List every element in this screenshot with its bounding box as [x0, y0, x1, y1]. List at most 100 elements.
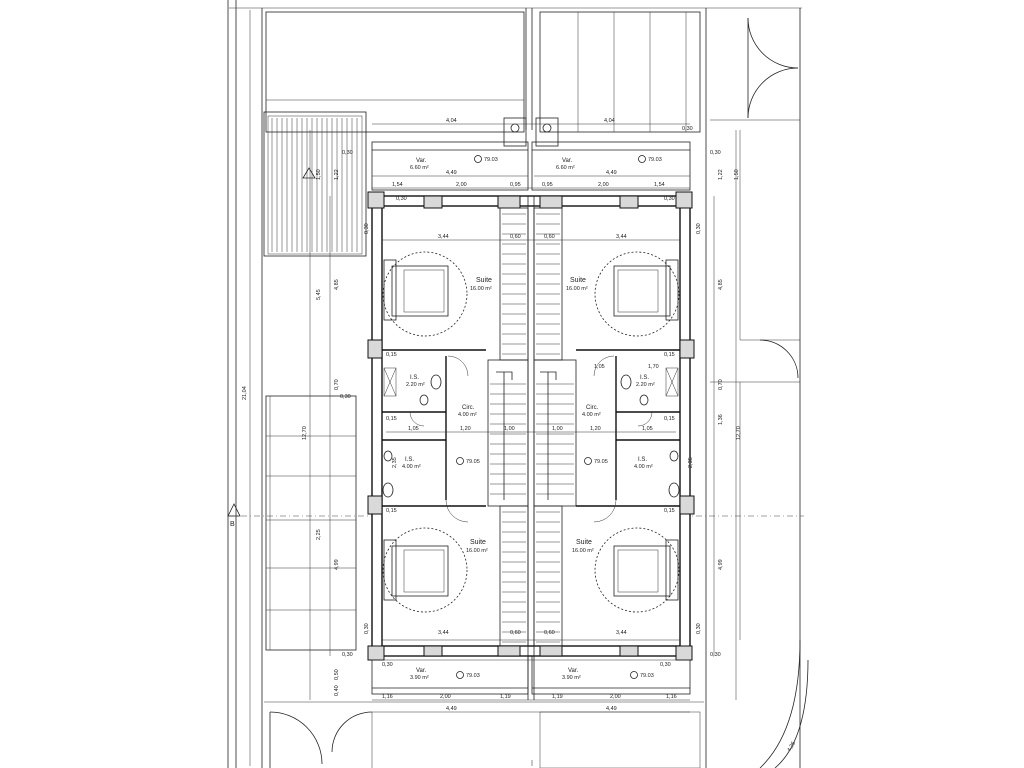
dim-text: 1,20 — [460, 426, 471, 432]
dim-text: 1,19 — [552, 694, 563, 700]
dim-text: 1,00 — [504, 426, 515, 432]
section-marker: B — [227, 503, 241, 528]
dim-text: 1,16 — [666, 694, 677, 700]
dim-text: 0,30 — [364, 223, 370, 234]
dim-text: 5,45 — [316, 289, 322, 300]
dim-text: 0,30 — [664, 196, 675, 202]
dim-text: 2,00 — [598, 182, 609, 188]
room-area-circ-r: 4.00 m² — [582, 412, 601, 418]
room-area-is-r: 4.00 m² — [634, 464, 653, 470]
vertical-dimension-texts: 21,04 12,70 5,45 4,85 4,99 2,25 1,50 1,2… — [242, 169, 797, 753]
dim-text: 0,40 — [334, 685, 340, 696]
gate-top-right — [710, 17, 800, 640]
dim-text: 4,49 — [606, 706, 617, 712]
dim-text: 0,60 — [544, 630, 555, 636]
dim-text: 1,05 — [408, 426, 419, 432]
dimension-texts: 4,04 4,04 4,49 4,49 1,54 2,00 0,95 0,95 … — [382, 118, 677, 712]
dim-text: 0,30 — [710, 150, 721, 156]
room-area-is-small-l: 2.20 m² — [406, 382, 425, 388]
room-name-var-bl: Var. — [416, 668, 427, 674]
dim-text: 12,70 — [302, 426, 308, 440]
dim-text: 4,25 — [787, 741, 798, 753]
room-name-var-br: Var. — [568, 668, 579, 674]
small-dimension-texts: 0,30 0,30 0,30 0,30 0,15 0,15 0,15 0,15 … — [340, 126, 721, 668]
dimension-lines — [249, 10, 737, 766]
dim-text: 0,15 — [664, 508, 675, 514]
dim-text: 2,35 — [392, 457, 398, 468]
dim-text: 0,50 — [334, 669, 340, 680]
level-var-top-l: 79.03 — [484, 157, 498, 163]
room-area-var-br: 3.90 m² — [562, 675, 581, 681]
room-area-circ-l: 4.00 m² — [458, 412, 477, 418]
dim-text: 0,30 — [660, 662, 671, 668]
dim-text: 1,16 — [382, 694, 393, 700]
dim-text: 2,00 — [440, 694, 451, 700]
room-name-is-r: I.S. — [638, 457, 647, 463]
furniture — [382, 251, 680, 613]
level-var-top-r: 79.03 — [648, 157, 662, 163]
dim-text: 4,99 — [334, 559, 340, 570]
room-name-var-tr: Var. — [562, 158, 573, 164]
dim-text: 1,22 — [334, 169, 340, 180]
room-area-is-l: 4.00 m² — [402, 464, 421, 470]
dim-text: 0,70 — [718, 379, 724, 390]
dim-text: 3,44 — [616, 234, 627, 240]
dim-text: 1,54 — [654, 182, 665, 188]
dim-text: 0,30 — [364, 623, 370, 634]
room-name-is-l: I.S. — [405, 457, 414, 463]
dim-text: 1,00 — [552, 426, 563, 432]
dim-text: 21,04 — [242, 386, 248, 400]
room-area-suite-br: 16.00 m² — [572, 548, 594, 554]
room-name-circ-l: Circ. — [462, 405, 475, 411]
dim-text: 1,70 — [648, 364, 659, 370]
dim-text: 0,30 — [696, 623, 702, 634]
dim-text: 1,54 — [392, 182, 403, 188]
room-name-suite-br: Suite — [576, 539, 592, 546]
level-marker-icon — [638, 155, 646, 163]
dim-text: 1,05 — [594, 364, 605, 370]
dim-text: 0,30 — [710, 652, 721, 658]
level-var-bottom-l: 79.03 — [466, 673, 480, 679]
dim-text: 4,04 — [604, 118, 615, 124]
left-parking — [265, 395, 357, 651]
dim-text: 0,95 — [510, 182, 521, 188]
room-area-var-tl: 6.60 m² — [410, 165, 429, 171]
dim-text: 0,30 — [682, 126, 693, 132]
room-area-is-small-r: 2.20 m² — [636, 382, 655, 388]
dim-text: 1,20 — [590, 426, 601, 432]
level-markers: 79.03 79.03 79.05 79.05 79.03 79.03 — [456, 155, 662, 679]
dim-text: 0,30 — [696, 223, 702, 234]
dim-text: 4,04 — [446, 118, 457, 124]
dim-text: 0,60 — [510, 234, 521, 240]
dim-text: 4,49 — [446, 706, 457, 712]
room-name-suite-bl: Suite — [470, 539, 486, 546]
dim-text: 0,70 — [334, 379, 340, 390]
top-left-courtyard — [265, 11, 525, 133]
dim-text: 0,60 — [544, 234, 555, 240]
room-area-var-bl: 3.90 m² — [410, 675, 429, 681]
dim-text: 0,60 — [510, 630, 521, 636]
left-planter — [263, 111, 367, 257]
level-var-bottom-r: 79.03 — [640, 673, 654, 679]
dim-text: 1,36 — [718, 414, 724, 425]
room-name-is-small-r: I.S. — [640, 375, 649, 381]
building — [367, 117, 695, 700]
dim-text: 2,00 — [610, 694, 621, 700]
dim-text: 1,22 — [718, 169, 724, 180]
dim-text: 12,70 — [736, 426, 742, 440]
dim-text: 3,44 — [616, 630, 627, 636]
dim-text: 0,15 — [664, 352, 675, 358]
dim-text: 4,49 — [606, 170, 617, 176]
top-right-courtyard — [539, 11, 701, 133]
dim-text: 0,30 — [342, 652, 353, 658]
dim-text: 3,44 — [438, 630, 449, 636]
dim-text: 1,19 — [500, 694, 511, 700]
room-name-is-small-l: I.S. — [410, 375, 419, 381]
level-is-l: 79.05 — [466, 459, 480, 465]
dim-text: 0,15 — [664, 416, 675, 422]
section-label: B — [230, 521, 235, 528]
dim-text: 4,85 — [334, 279, 340, 290]
room-area-suite-tl: 16.00 m² — [470, 286, 492, 292]
